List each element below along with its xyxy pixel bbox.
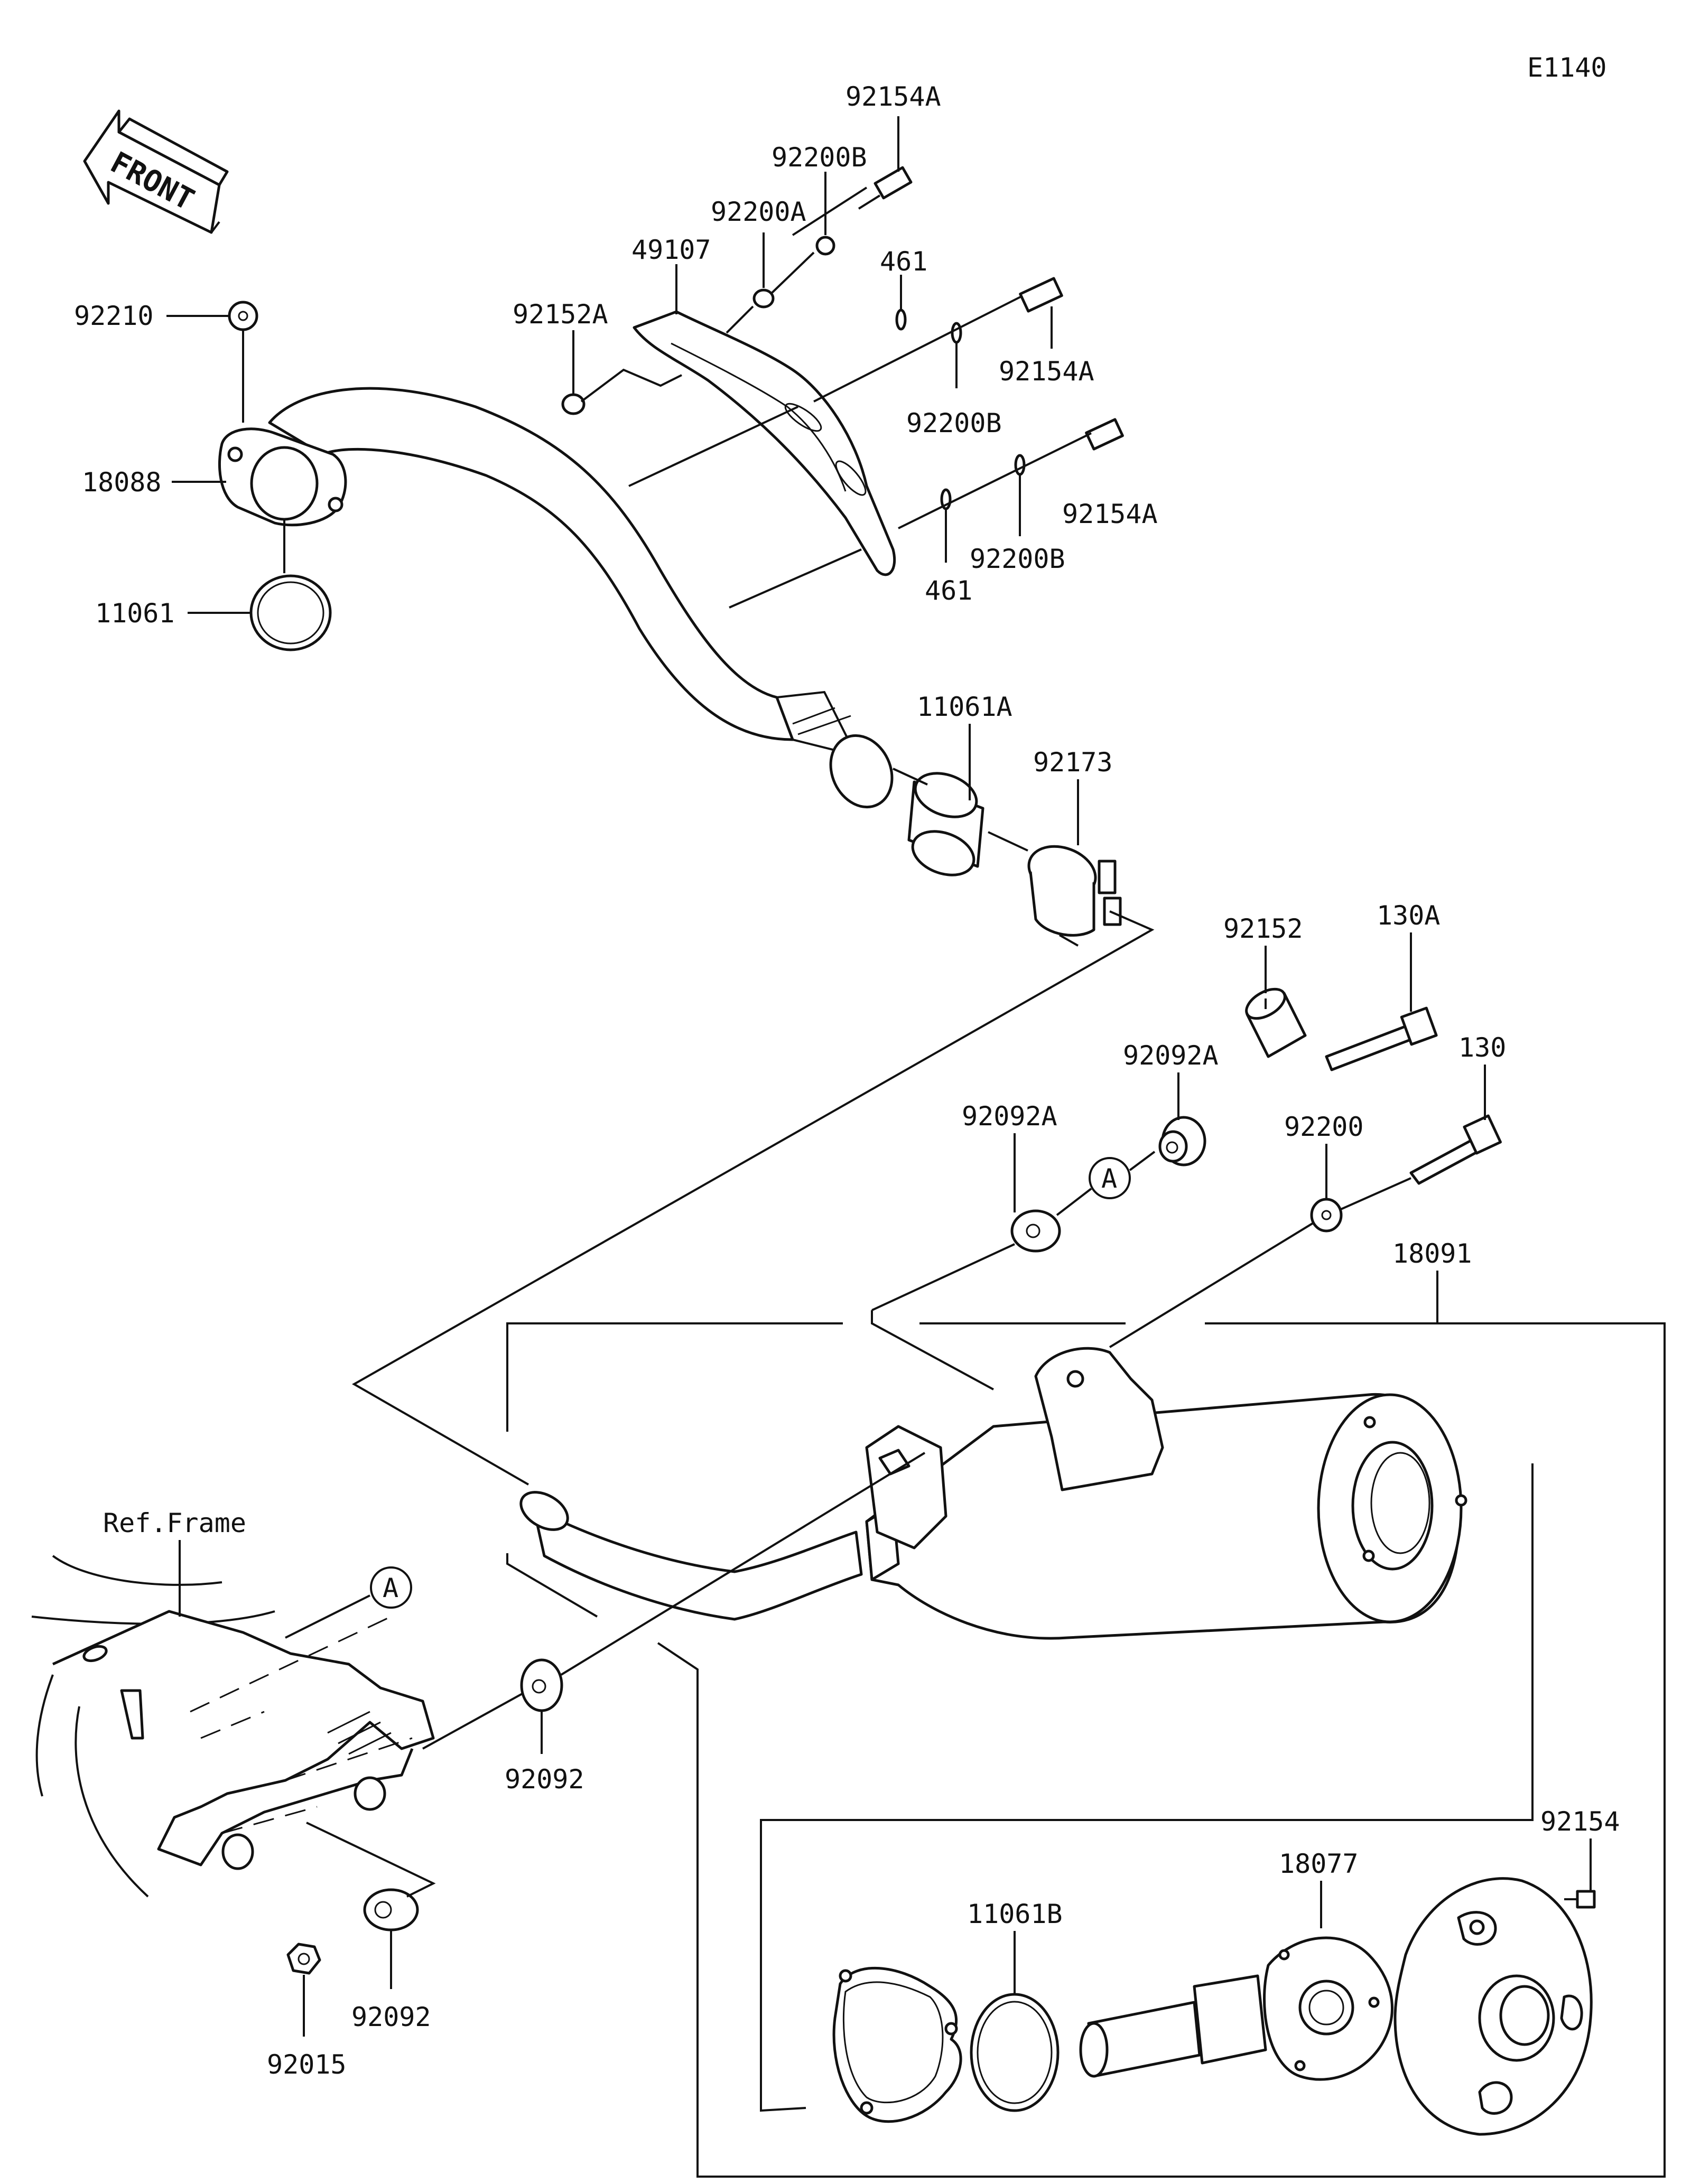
label-92200: 92200 bbox=[1284, 1112, 1364, 1142]
label-92154A-top: 92154A bbox=[846, 81, 941, 112]
label-92173: 92173 bbox=[1033, 747, 1113, 778]
exhaust-header-pipe bbox=[268, 387, 894, 809]
washer-92200B-mid bbox=[951, 322, 962, 344]
gasket-11061 bbox=[249, 574, 332, 651]
grommet-92092A-top bbox=[1158, 1116, 1206, 1166]
label-92200B-mid: 92200B bbox=[906, 408, 1002, 438]
ref-frame-label: Ref.Frame bbox=[103, 1508, 246, 1538]
label-92092A-left: 92092A bbox=[962, 1101, 1057, 1132]
label-49107: 49107 bbox=[631, 235, 711, 265]
gasket-plate bbox=[832, 1966, 962, 2123]
label-92015: 92015 bbox=[267, 2049, 347, 2080]
clamp-92173 bbox=[1027, 845, 1122, 947]
leader-lines bbox=[166, 116, 1592, 2037]
label-92154A-low: 92154A bbox=[1062, 499, 1158, 529]
label-11061A: 11061A bbox=[917, 692, 1012, 722]
bolt-92154 bbox=[1564, 1890, 1596, 1909]
bolt-92154A-low bbox=[1085, 418, 1124, 451]
label-461-low: 461 bbox=[925, 575, 972, 606]
nut-92210 bbox=[228, 301, 258, 331]
grommet-92092-mid bbox=[520, 1658, 563, 1712]
label-92210: 92210 bbox=[74, 301, 154, 331]
part-labels: 92154A 92200B 92200A 49107 461 92152A 92… bbox=[74, 81, 1620, 2080]
label-11061: 11061 bbox=[95, 598, 175, 629]
grommet-92092A-left bbox=[1010, 1209, 1061, 1253]
label-92200A: 92200A bbox=[711, 197, 806, 227]
washer-92152A bbox=[561, 393, 586, 415]
diagram-code: E1140 bbox=[1527, 52, 1607, 83]
washer-92200 bbox=[1310, 1198, 1343, 1233]
washer-92200B-top bbox=[815, 236, 835, 256]
svg-text:A: A bbox=[383, 1573, 398, 1603]
label-92152A: 92152A bbox=[513, 299, 608, 330]
reference-marker-frame: A bbox=[370, 1566, 412, 1609]
label-92092-mid: 92092 bbox=[505, 1764, 584, 1795]
label-92092-low: 92092 bbox=[351, 2002, 431, 2032]
label-92200B-top: 92200B bbox=[772, 142, 867, 173]
label-18077: 18077 bbox=[1279, 1849, 1359, 1879]
nut-92015 bbox=[286, 1943, 321, 1975]
muffler-end-cap bbox=[1393, 1877, 1593, 2136]
muffler-18091 bbox=[519, 1347, 1467, 1640]
flange-18088 bbox=[218, 427, 347, 527]
gasket-11061B bbox=[970, 1993, 1060, 2112]
bolt-92154A-mid bbox=[1019, 277, 1063, 313]
label-92154: 92154 bbox=[1540, 1806, 1620, 1837]
frame-reference bbox=[31, 1555, 435, 1898]
bolt-130A bbox=[1325, 1006, 1438, 1071]
bolt-92154A-top bbox=[858, 166, 913, 210]
label-130A: 130A bbox=[1377, 900, 1440, 931]
label-92200B-low: 92200B bbox=[970, 544, 1065, 574]
washer-92200B-low bbox=[1014, 454, 1026, 476]
connector-11061A bbox=[907, 772, 984, 876]
grommet-92092-low bbox=[363, 1888, 419, 1931]
label-18091: 18091 bbox=[1392, 1238, 1472, 1269]
label-18088: 18088 bbox=[82, 467, 162, 498]
heat-guard-49107 bbox=[633, 310, 896, 576]
label-92152: 92152 bbox=[1223, 913, 1303, 944]
label-130: 130 bbox=[1458, 1032, 1506, 1063]
collar-92152 bbox=[1245, 987, 1307, 1058]
washer-461-top bbox=[895, 309, 907, 331]
reference-marker-top: A bbox=[1089, 1157, 1131, 1199]
tailpipe-box bbox=[760, 1463, 1534, 2112]
muffler-assembly-box bbox=[506, 1322, 1666, 2178]
label-11061B: 11061B bbox=[967, 1899, 1063, 1929]
label-92092A-top: 92092A bbox=[1123, 1040, 1219, 1071]
label-92154A-mid: 92154A bbox=[999, 356, 1094, 387]
front-arrow-icon: FRONT bbox=[83, 109, 229, 234]
label-461-top: 461 bbox=[880, 246, 927, 277]
tailpipe-18077 bbox=[1079, 1936, 1393, 2081]
svg-text:A: A bbox=[1101, 1163, 1117, 1194]
washer-92200A bbox=[752, 288, 775, 309]
bolt-130 bbox=[1409, 1114, 1502, 1185]
